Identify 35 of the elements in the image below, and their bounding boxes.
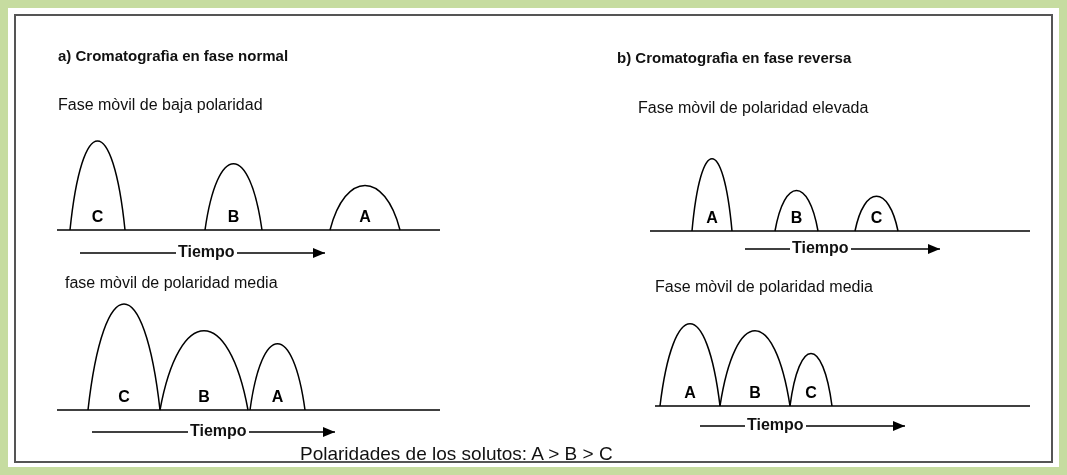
chart-subtitle: Fase mòvil de baja polaridad xyxy=(58,96,263,114)
chromatogram-peak xyxy=(692,158,732,231)
peak-label: A xyxy=(270,388,285,406)
peak-label: B xyxy=(789,209,804,227)
peak-label: C xyxy=(804,384,818,402)
chromatogram-peak xyxy=(88,303,160,410)
peak-label: C xyxy=(869,209,884,227)
chromatogram-peak xyxy=(855,196,898,231)
chart-subtitle: Fase mòvil de polaridad elevada xyxy=(638,99,869,117)
peak-label: B xyxy=(226,208,241,226)
axis-label: Tiempo xyxy=(745,416,806,434)
footnote: Polaridades de los solutos: A > B > C xyxy=(300,443,613,465)
chromatogram-peak xyxy=(790,353,832,406)
chromatogram-peak xyxy=(330,185,400,230)
chromatogram-peak xyxy=(160,330,248,410)
panel-title: b) Cromatografìa en fase reversa xyxy=(617,49,852,66)
peak-label: A xyxy=(683,384,697,402)
peak-label: C xyxy=(117,388,131,406)
axis-label: Tiempo xyxy=(188,422,249,440)
peak-label: A xyxy=(705,209,719,227)
chart-subtitle: fase mòvil de polaridad media xyxy=(65,274,278,292)
chromatogram-peak xyxy=(205,163,262,230)
panel-title: a) Cromatografìa en fase normal xyxy=(58,47,289,64)
peak-label: B xyxy=(197,388,211,406)
chart-subtitle: Fase mòvil de polaridad media xyxy=(655,278,873,296)
chromatogram-peak xyxy=(250,343,305,410)
peak-label: C xyxy=(90,208,105,226)
peak-label: B xyxy=(748,384,762,402)
axis-label: Tiempo xyxy=(790,239,851,257)
chromatogram-peak xyxy=(70,140,125,230)
peak-label: A xyxy=(358,208,372,226)
chromatogram-peak xyxy=(775,190,818,231)
axis-label: Tiempo xyxy=(176,243,237,261)
chromatogram-peak xyxy=(660,323,720,406)
chromatogram-peak xyxy=(720,330,790,406)
